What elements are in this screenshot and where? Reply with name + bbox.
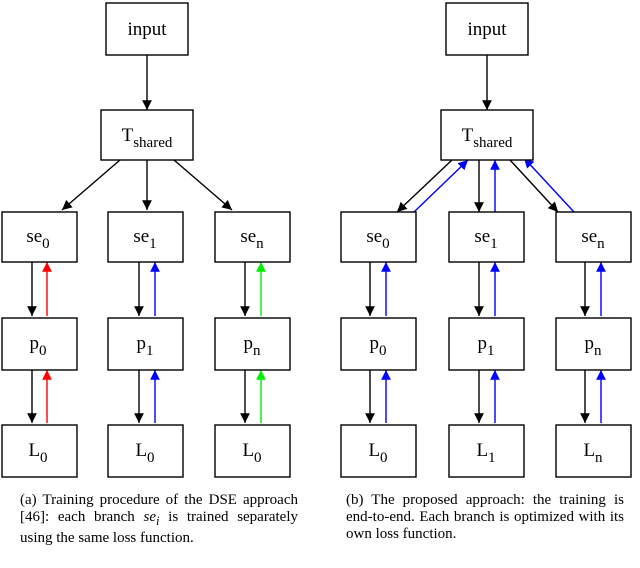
node-b-se-1: se1 <box>448 211 525 263</box>
node-b-p-0: p0 <box>340 317 417 371</box>
node-b-se-0: se0 <box>340 211 417 263</box>
svg-text:L0: L0 <box>135 440 154 466</box>
node-b-l-n: Ln <box>555 424 632 478</box>
svg-text:p1: p1 <box>478 333 495 359</box>
svg-text:Tshared: Tshared <box>122 125 173 151</box>
node-b-input: input <box>445 2 529 56</box>
svg-text:Tshared: Tshared <box>462 125 513 151</box>
svg-text:sen: sen <box>240 226 264 252</box>
node-b-t-shared: Tshared <box>440 109 534 161</box>
node-t-shared: Tshared <box>100 109 194 161</box>
caption-a-post: is trained separately using the same los… <box>20 509 298 546</box>
node-se-0: se0 <box>1 211 78 263</box>
svg-text:p0: p0 <box>30 333 47 359</box>
node-input: input <box>105 2 189 56</box>
node-se-n: sen <box>214 211 291 263</box>
svg-text:p0: p0 <box>370 333 387 359</box>
panel-a: input Tshared se0 se1 sen p0 p1 pn <box>1 2 291 478</box>
caption-b: (b) The proposed approach: the training … <box>346 492 624 543</box>
edge-b-shared-to-se0 <box>396 159 453 213</box>
node-l-n: L0 <box>214 424 291 478</box>
diagram-canvas: input Tshared se0 se1 sen p0 p1 pn <box>1 2 632 478</box>
svg-text:se0: se0 <box>26 226 49 252</box>
svg-text:pn: pn <box>585 333 603 359</box>
svg-text:pn: pn <box>244 333 262 359</box>
svg-text:input: input <box>127 19 167 40</box>
svg-text:input: input <box>467 19 507 40</box>
caption-a-math: se <box>143 509 157 525</box>
panel-b: input Tshared se0 se1 sen p0 p1 pn <box>340 2 632 478</box>
caption-a-pre: (a) Training procedure of the DSE approa… <box>20 492 298 525</box>
panel-b-edges <box>365 55 606 423</box>
node-p-n: pn <box>214 317 291 371</box>
edge-b-sen-to-shared-back <box>523 157 575 213</box>
node-p-0: p0 <box>1 317 78 371</box>
svg-text:L0: L0 <box>242 440 261 466</box>
svg-text:p1: p1 <box>137 333 154 359</box>
svg-text:L0: L0 <box>28 440 47 466</box>
svg-text:Ln: Ln <box>583 440 603 466</box>
node-p-1: p1 <box>107 317 184 371</box>
svg-text:L0: L0 <box>368 440 387 466</box>
panel-a-edges <box>27 55 266 423</box>
edge-shared-to-se0 <box>61 159 121 211</box>
node-l-0: L0 <box>1 424 78 478</box>
edge-shared-to-sen <box>173 159 233 211</box>
caption-a: (a) Training procedure of the DSE approa… <box>20 492 298 547</box>
svg-text:se0: se0 <box>366 226 389 252</box>
svg-text:L1: L1 <box>476 440 495 466</box>
node-b-se-n: sen <box>555 211 632 263</box>
caption-b-text: (b) The proposed approach: the training … <box>346 492 624 542</box>
svg-text:se1: se1 <box>474 226 497 252</box>
edge-b-se0-to-shared-back <box>413 159 469 213</box>
node-b-p-n: pn <box>555 317 632 371</box>
caption-a-math-sub: i <box>156 514 160 528</box>
node-b-l-1: L1 <box>448 424 525 478</box>
node-b-p-1: p1 <box>448 317 525 371</box>
node-se-1: se1 <box>107 211 184 263</box>
node-b-l-0: L0 <box>340 424 417 478</box>
node-l-1: L0 <box>107 424 184 478</box>
edge-b-shared-to-sen <box>509 159 559 213</box>
svg-text:sen: sen <box>581 226 605 252</box>
svg-text:se1: se1 <box>133 226 156 252</box>
